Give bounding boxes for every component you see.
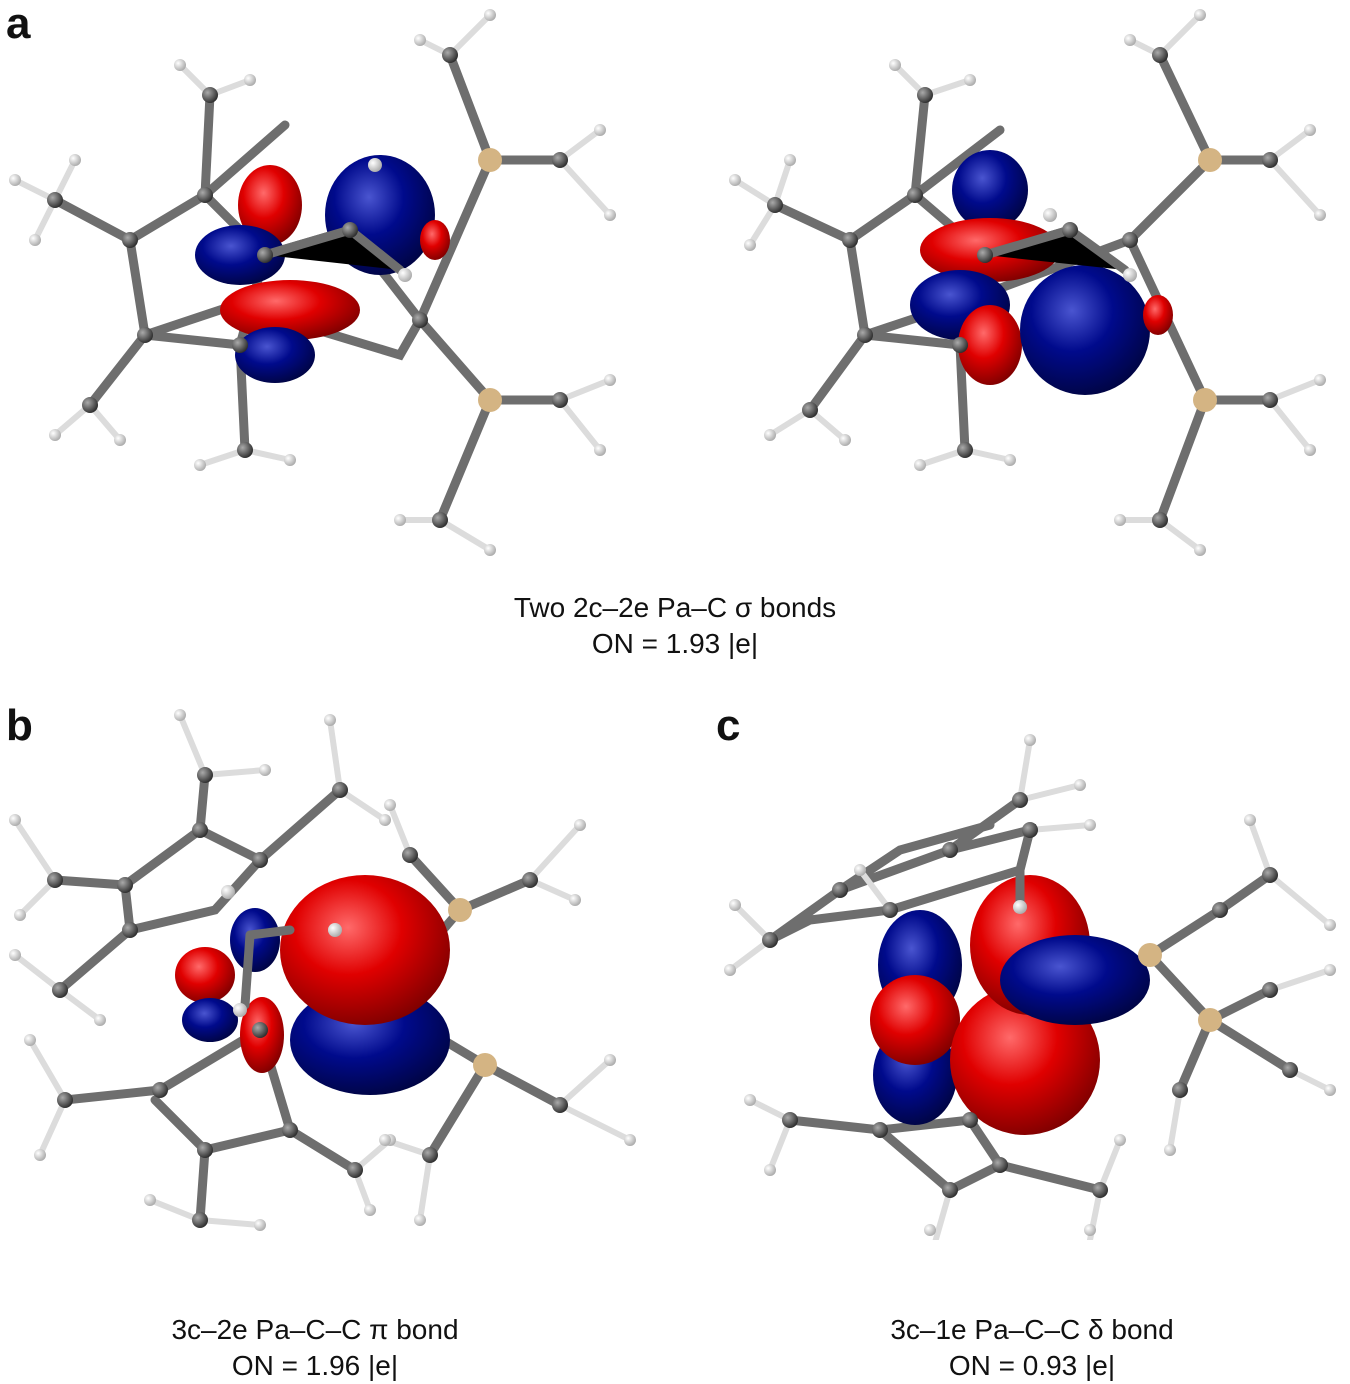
orbital-lobe	[230, 908, 280, 972]
molecule-a-right	[690, 0, 1350, 570]
orbital-lobe	[238, 165, 302, 245]
panel-label-c: c	[716, 701, 741, 750]
orbital-lobe	[175, 947, 235, 1003]
molecule-b	[0, 700, 680, 1240]
molecule-c	[690, 700, 1350, 1240]
caption-c-line1: 3c–1e Pa–C–C δ bond	[890, 1314, 1174, 1345]
orbital-lobe	[220, 280, 360, 340]
caption-c: 3c–1e Pa–C–C δ bond ON = 0.93 |e|	[832, 1312, 1232, 1384]
caption-a-line1: Two 2c–2e Pa–C σ bonds	[513, 592, 837, 623]
orbital-lobe	[195, 225, 285, 285]
panel-label-b: b	[6, 701, 33, 750]
orbital-lobe	[870, 975, 960, 1065]
caption-b-line1: 3c–2e Pa–C–C π bond	[171, 1314, 459, 1345]
orbital-lobe	[952, 150, 1028, 230]
orbital-lobe	[1020, 265, 1150, 395]
caption-c-line2: ON = 0.93 |e|	[948, 1350, 1116, 1381]
molecule-a-left	[0, 0, 660, 570]
caption-a: Two 2c–2e Pa–C σ bonds ON = 1.93 |e|	[375, 590, 975, 662]
caption-b: 3c–2e Pa–C–C π bond ON = 1.96 |e|	[115, 1312, 515, 1384]
orbital-lobe	[1143, 295, 1173, 335]
caption-b-line2: ON = 1.96 |e|	[231, 1350, 399, 1381]
caption-a-line2: ON = 1.93 |e|	[591, 628, 759, 659]
panel-label-a: a	[6, 0, 31, 48]
orbital-lobe	[958, 305, 1022, 385]
orbital-lobe	[420, 220, 450, 260]
orbital-lobe	[280, 875, 450, 1025]
orbital-lobe	[235, 327, 315, 383]
orbital-lobe	[182, 998, 238, 1042]
orbital-lobe	[1000, 935, 1150, 1025]
